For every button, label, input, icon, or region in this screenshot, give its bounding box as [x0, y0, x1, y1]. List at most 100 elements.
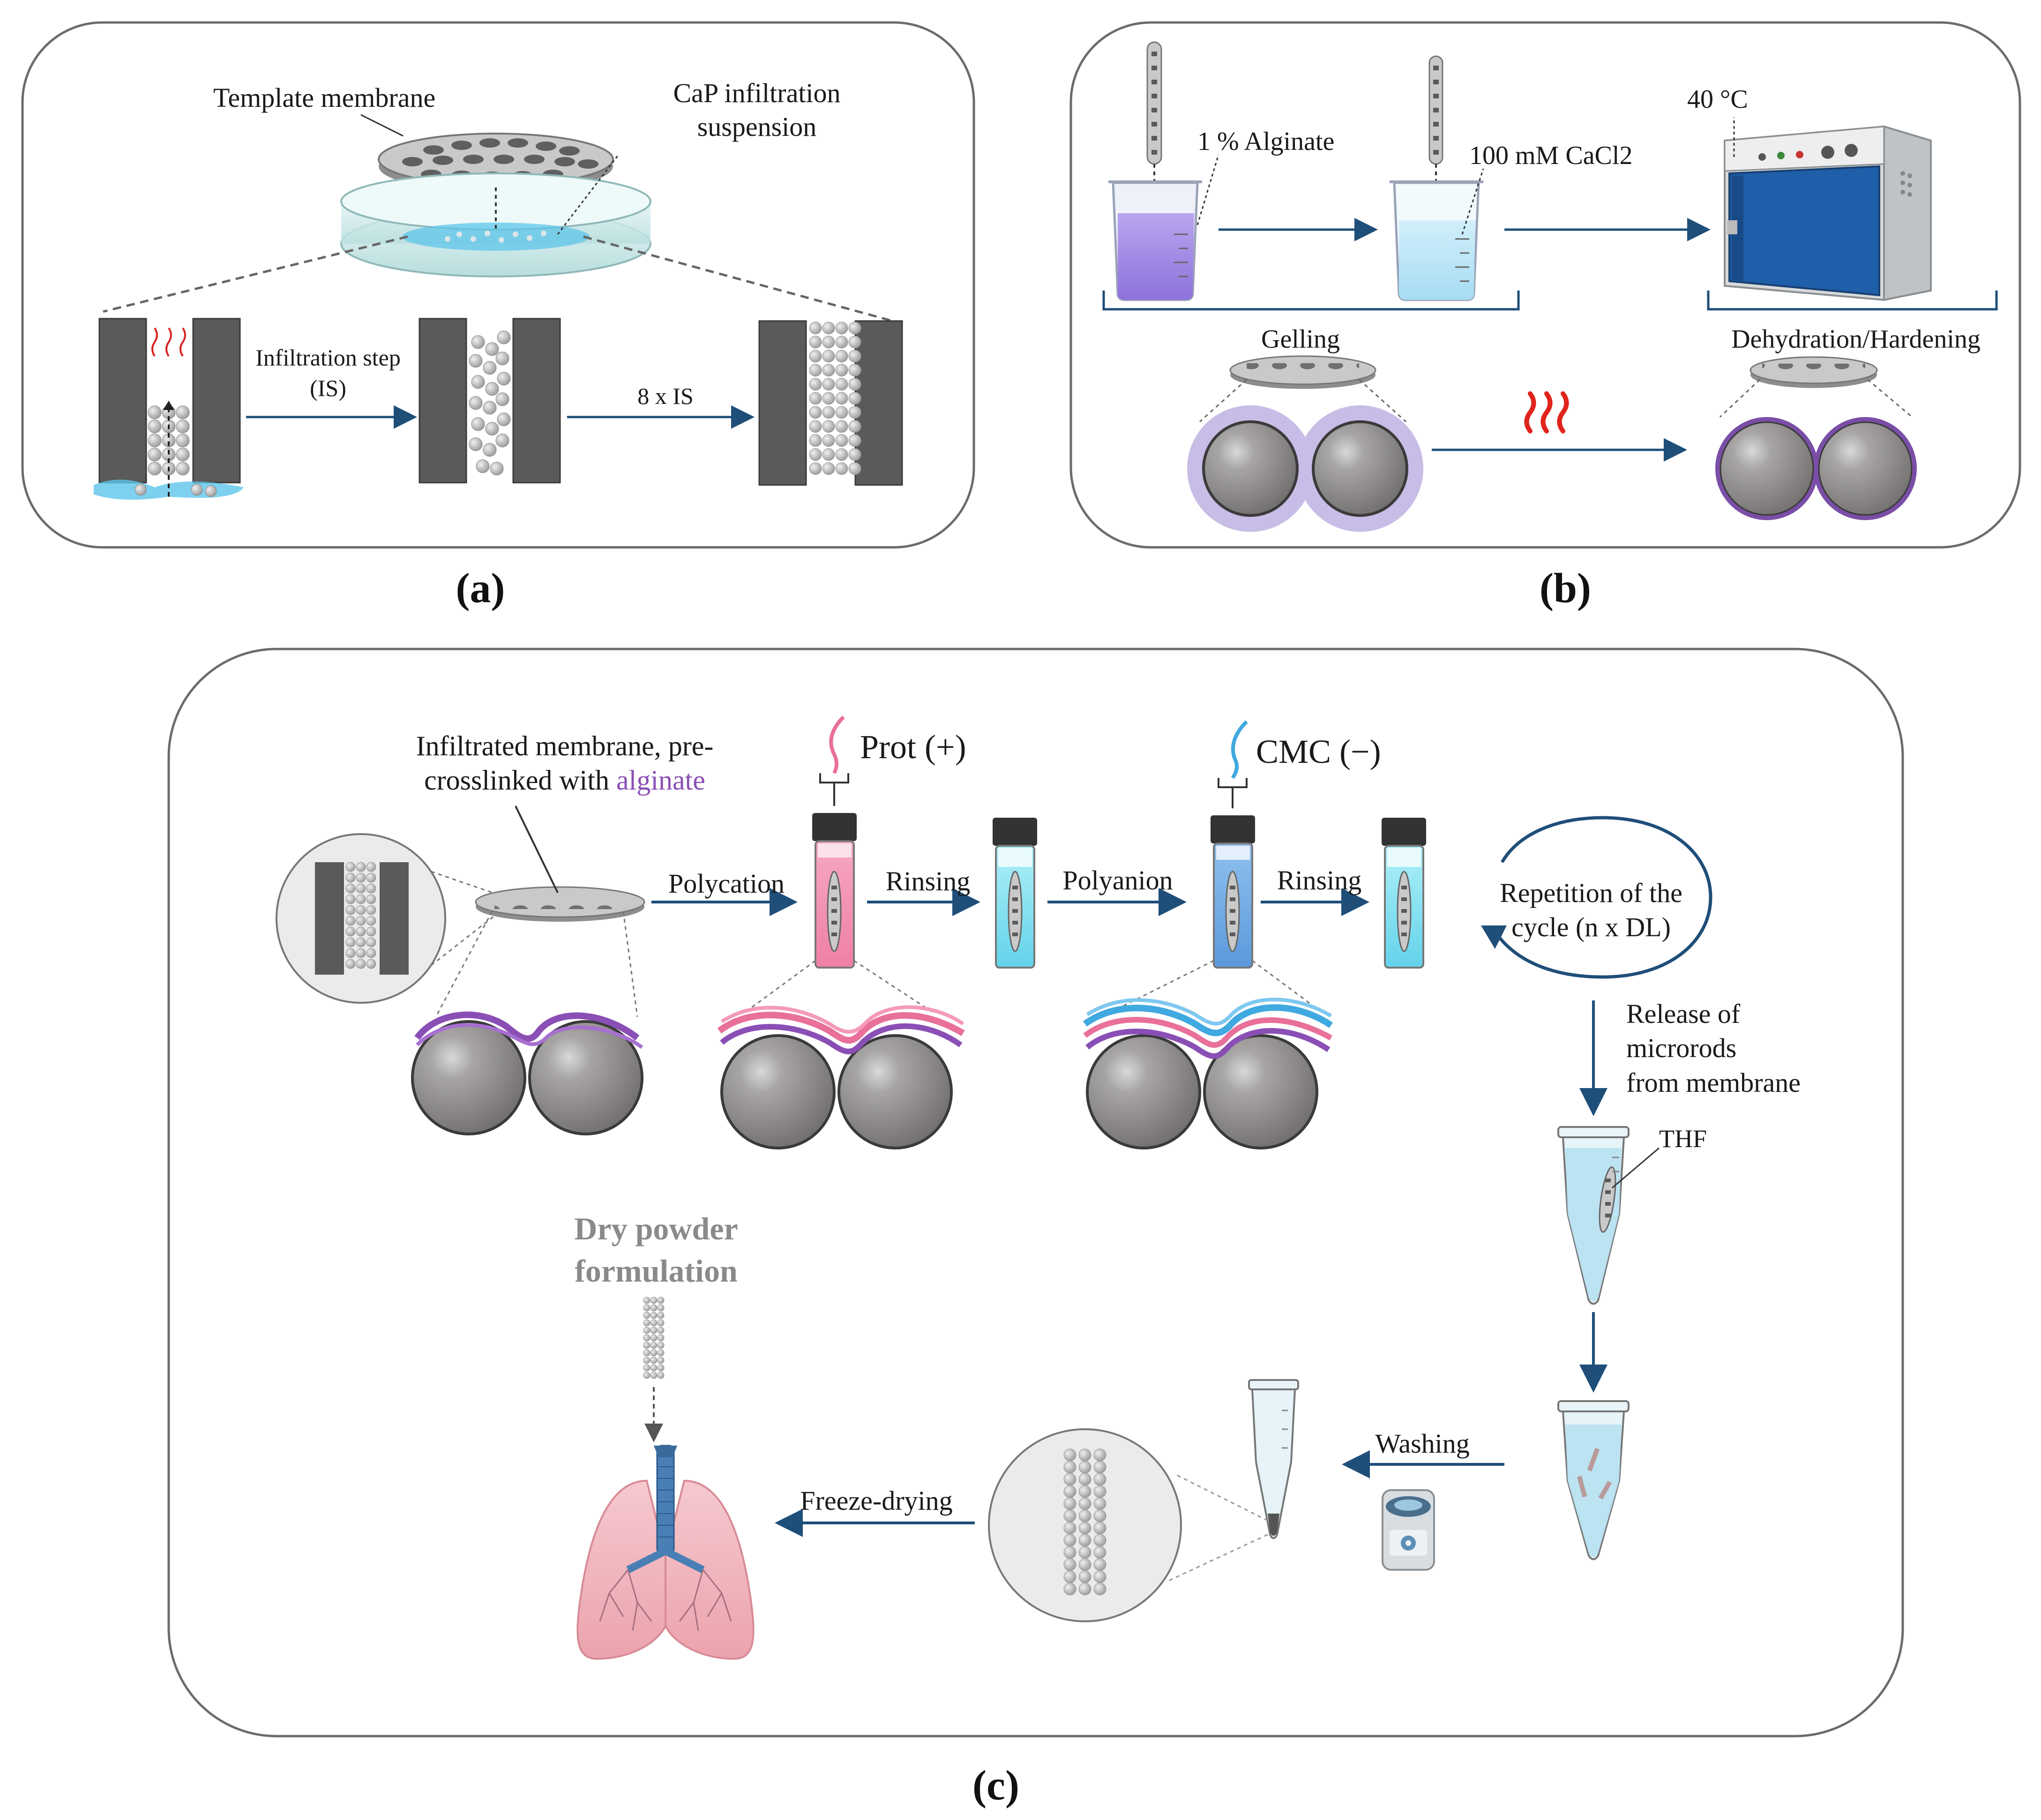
beaker-alginate	[1108, 180, 1202, 301]
membrane-edge-1	[1146, 41, 1162, 165]
panel-b-letter: (b)	[1540, 565, 1591, 612]
sphere-dot	[650, 1319, 658, 1327]
sphere-dot	[835, 448, 848, 461]
template-membrane-label: Template membrane	[213, 82, 435, 113]
sphere-dot	[366, 873, 376, 883]
sphere-dot	[848, 321, 861, 335]
sphere-dot	[356, 948, 366, 958]
sphere-dot	[345, 862, 356, 872]
sphere-dot	[809, 321, 822, 335]
sphere-dot	[809, 406, 822, 419]
oven-icon	[1724, 125, 1932, 301]
sphere-dot	[1063, 1582, 1077, 1596]
sphere-dot	[650, 1342, 658, 1349]
membrane-edge-2	[1428, 55, 1443, 165]
sphere-dot	[1093, 1473, 1106, 1486]
sphere-dot	[345, 916, 356, 926]
vial-rinse-2	[1382, 818, 1426, 969]
particles-alginate	[411, 1011, 643, 1135]
sphere-dot	[835, 406, 848, 419]
zoom-circle-membrane	[276, 833, 446, 1004]
cap-label-line1: CaP infiltration	[673, 78, 840, 108]
sphere-dot	[643, 1304, 650, 1312]
sphere-dot	[1093, 1448, 1106, 1462]
sphere-dot	[1093, 1509, 1106, 1522]
sphere-dot	[1063, 1522, 1077, 1535]
sphere-dot	[366, 916, 376, 926]
sphere-dot	[809, 462, 822, 475]
zoom-circle-microrods	[988, 1428, 1182, 1622]
sphere-dot	[822, 321, 835, 335]
sphere-dot	[366, 894, 376, 904]
panel-a: Template membrane CaP infiltration suspe…	[21, 21, 975, 612]
sphere-dot	[848, 420, 861, 433]
sphere-dot	[848, 392, 861, 405]
sphere-dot	[1063, 1497, 1077, 1510]
particles-polyanion	[1083, 998, 1333, 1149]
sphere-dot	[643, 1334, 650, 1342]
thf-leader	[1612, 1147, 1660, 1189]
sphere-dot	[657, 1327, 665, 1334]
sphere-dot	[822, 336, 835, 349]
is-label-line2: (IS)	[310, 375, 346, 401]
vial-polycation	[812, 813, 857, 969]
sphere-dot	[822, 350, 835, 363]
rinsing-label-2: Rinsing	[1277, 865, 1362, 895]
sphere-dot	[809, 392, 822, 405]
tube-microrods	[1557, 1400, 1630, 1560]
alginate-highlight: alginate	[616, 765, 705, 796]
sphere-dot	[643, 1349, 650, 1357]
membrane-label-line2: crosslinked with alginate	[424, 765, 705, 796]
sphere-dot	[366, 883, 376, 894]
release-label-line3: from membrane	[1626, 1067, 1801, 1098]
sphere-dot	[1093, 1522, 1106, 1535]
sphere-dot	[356, 926, 366, 937]
sphere-dot	[835, 420, 848, 433]
sphere-dot	[643, 1357, 650, 1364]
sphere-dot	[848, 448, 861, 461]
pore-fully-filled	[758, 320, 903, 486]
membrane-label-line1: Infiltrated membrane, pre-	[416, 731, 714, 761]
petri-dish	[340, 172, 651, 277]
sphere-dot	[366, 937, 376, 947]
sphere-dot	[822, 448, 835, 461]
sphere-dot	[1093, 1461, 1106, 1474]
sphere-dot	[822, 364, 835, 377]
centrifuge-icon	[1382, 1489, 1435, 1571]
heat-icon-small	[151, 327, 186, 357]
sphere-dot	[650, 1297, 658, 1304]
sphere-dot	[650, 1304, 658, 1312]
lungs-icon	[576, 1445, 755, 1660]
sphere-dot	[835, 350, 848, 363]
sphere-dot	[643, 1342, 650, 1349]
rinsing-label-1: Rinsing	[886, 866, 971, 896]
alginate-label: 1 % Alginate	[1197, 127, 1334, 156]
pore-infiltration-stage	[94, 318, 244, 500]
brace-gelling	[1102, 291, 1520, 311]
prot-label: Prot (+)	[860, 728, 966, 766]
sphere-dot	[643, 1312, 650, 1319]
sphere-dot	[345, 926, 356, 937]
polyanion-label: Polyanion	[1062, 865, 1173, 895]
release-label-line2: microrods	[1626, 1033, 1736, 1063]
sphere-dot	[657, 1319, 665, 1327]
sphere-dot	[657, 1334, 665, 1342]
sphere-dot	[657, 1364, 665, 1372]
sphere-dot	[643, 1327, 650, 1334]
sphere-dot	[657, 1304, 665, 1312]
membrane-label-line2a: crosslinked with	[424, 765, 616, 796]
sphere-dot	[848, 406, 861, 419]
pore-partial-filled	[419, 318, 561, 484]
sphere-dot	[650, 1372, 658, 1379]
sphere-dot	[356, 862, 366, 872]
sphere-dot	[809, 336, 822, 349]
cmc-tube	[1231, 720, 1248, 779]
sphere-dot	[345, 873, 356, 883]
sphere-dot	[1063, 1509, 1077, 1522]
sphere-dot	[657, 1342, 665, 1349]
sphere-dot	[1063, 1461, 1077, 1474]
panel-a-letter: (a)	[456, 565, 505, 612]
sphere-dot	[356, 894, 366, 904]
dry-powder-label-line1: Dry powder	[574, 1211, 738, 1246]
washing-label: Washing	[1375, 1428, 1470, 1459]
